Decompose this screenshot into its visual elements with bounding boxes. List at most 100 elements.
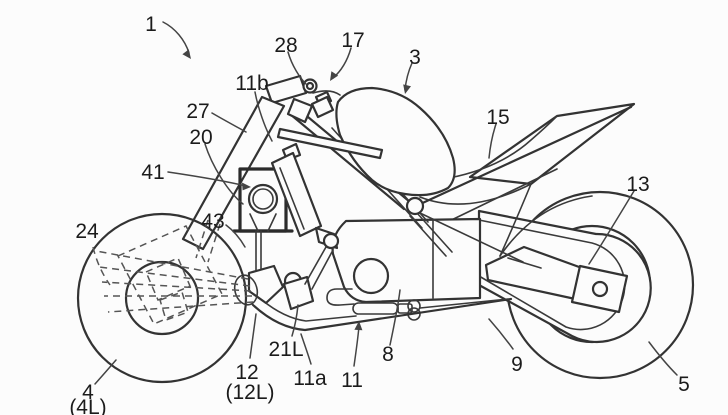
- frame-pivot-ball: [405, 196, 425, 216]
- arrowhead-41: [242, 182, 251, 191]
- ref-label-11: 11: [341, 369, 363, 392]
- bracket-legs: [249, 213, 277, 232]
- shock-clevis: [322, 232, 340, 250]
- swingarm-arm-detail: [507, 257, 542, 269]
- front-tire: [76, 212, 248, 384]
- phantom-rhombus: [116, 225, 224, 325]
- ref-label-12: 12: [235, 361, 258, 384]
- muffler-joint: [397, 303, 413, 314]
- leader-11a: [300, 333, 312, 365]
- ref-label-21L: 21L: [268, 338, 303, 361]
- phantom-line-2: [98, 266, 251, 287]
- leader-20: [204, 143, 244, 205]
- ref-label-3: 3: [409, 46, 421, 69]
- leader-28: [287, 51, 307, 85]
- leader-9: [488, 318, 514, 350]
- piston-rod: [255, 230, 262, 275]
- rear-bodywork: [414, 102, 636, 257]
- shock-absorber: [270, 142, 340, 290]
- leader-12: [249, 313, 257, 359]
- phantom-line-5: [107, 301, 254, 313]
- leader-24: [92, 246, 111, 286]
- tail-seat-junction: [448, 115, 558, 179]
- body-block: [331, 217, 482, 304]
- head-seat-link: [312, 90, 341, 96]
- reference-labels: 1 28 17 3 15 11b 27 20 41 43 24 13 4 (4L…: [69, 13, 690, 415]
- engine-body: [326, 217, 482, 321]
- ref-label-41: 41: [141, 161, 164, 184]
- leader-41: [167, 171, 247, 187]
- seat-rail: [414, 105, 633, 208]
- engine-circle: [352, 257, 390, 295]
- case-bottom-hook: [326, 288, 355, 306]
- tail-lower-edge: [499, 183, 532, 257]
- front-wheel: [76, 212, 248, 384]
- leader-5: [648, 341, 678, 376]
- leader-13: [588, 190, 635, 265]
- rear-hugger: [499, 195, 593, 257]
- ref-label-20: 20: [189, 126, 212, 149]
- pivot-link-b: [409, 215, 447, 257]
- phantom-hub-box-1: [145, 257, 191, 301]
- front-fork-tube: [181, 95, 286, 251]
- leader-1: [162, 21, 190, 54]
- ref-label-1: 1: [145, 13, 157, 36]
- shock-body-line: [279, 167, 305, 230]
- ref-label-12L: (12L): [225, 381, 274, 404]
- ref-label-4L: (4L): [69, 396, 106, 415]
- leader-8: [389, 289, 401, 346]
- ref-label-8: 8: [382, 343, 394, 366]
- ref-label-15: 15: [486, 106, 509, 129]
- ref-label-11a: 11a: [293, 367, 327, 390]
- ball-joint-upper: [407, 299, 421, 313]
- steering-head: [264, 74, 384, 160]
- leader-11b: [254, 91, 273, 142]
- ref-label-28: 28: [274, 34, 297, 57]
- pivot-link-a: [416, 212, 453, 253]
- phantom-line-1: [95, 250, 249, 280]
- leader-43: [225, 224, 246, 248]
- arrowhead-17: [330, 71, 339, 81]
- leader-21L: [291, 304, 299, 337]
- ref-label-13: 13: [626, 173, 649, 196]
- body-edge-line: [419, 212, 524, 263]
- spring-ring-outer: [247, 183, 279, 215]
- leader-27: [211, 112, 247, 133]
- lower-rail: [251, 297, 513, 332]
- steering-phantom: [95, 219, 254, 325]
- arrowhead-1: [182, 49, 191, 59]
- arrowhead-3: [403, 84, 411, 94]
- underseat-edge: [419, 183, 532, 205]
- ref-label-27: 27: [186, 100, 209, 123]
- link-arm: [304, 246, 334, 290]
- head-cap: [302, 78, 318, 94]
- handlebar: [276, 127, 384, 160]
- head-lower-piece: [286, 97, 314, 124]
- ref-label-17: 17: [341, 29, 364, 52]
- phantom-hub-box-2: [159, 291, 189, 321]
- leader-15: [488, 123, 497, 159]
- axle-hole: [591, 280, 609, 298]
- spine-tube-b: [288, 112, 406, 211]
- shock-body: [270, 151, 323, 238]
- ref-label-24: 24: [75, 220, 99, 243]
- knuckle-plate: [282, 275, 315, 311]
- rail-rear-segment: [419, 298, 509, 309]
- leader-lines: [92, 21, 678, 385]
- phantom-line-3: [101, 281, 252, 292]
- ref-label-9: 9: [511, 353, 523, 376]
- leader-4: [94, 359, 117, 385]
- leader-11: [353, 325, 360, 367]
- phantom-fork-hidden: [195, 219, 221, 263]
- ref-label-11b: 11b: [235, 72, 268, 95]
- head-bolt: [305, 81, 315, 91]
- seat: [335, 86, 456, 197]
- ref-label-43: 43: [201, 210, 224, 233]
- front-rim: [124, 260, 200, 336]
- ref-label-4: 4: [82, 381, 94, 404]
- arrowhead-11: [354, 321, 363, 331]
- stem-stub: [310, 95, 335, 119]
- spring-ring-inner: [252, 188, 274, 210]
